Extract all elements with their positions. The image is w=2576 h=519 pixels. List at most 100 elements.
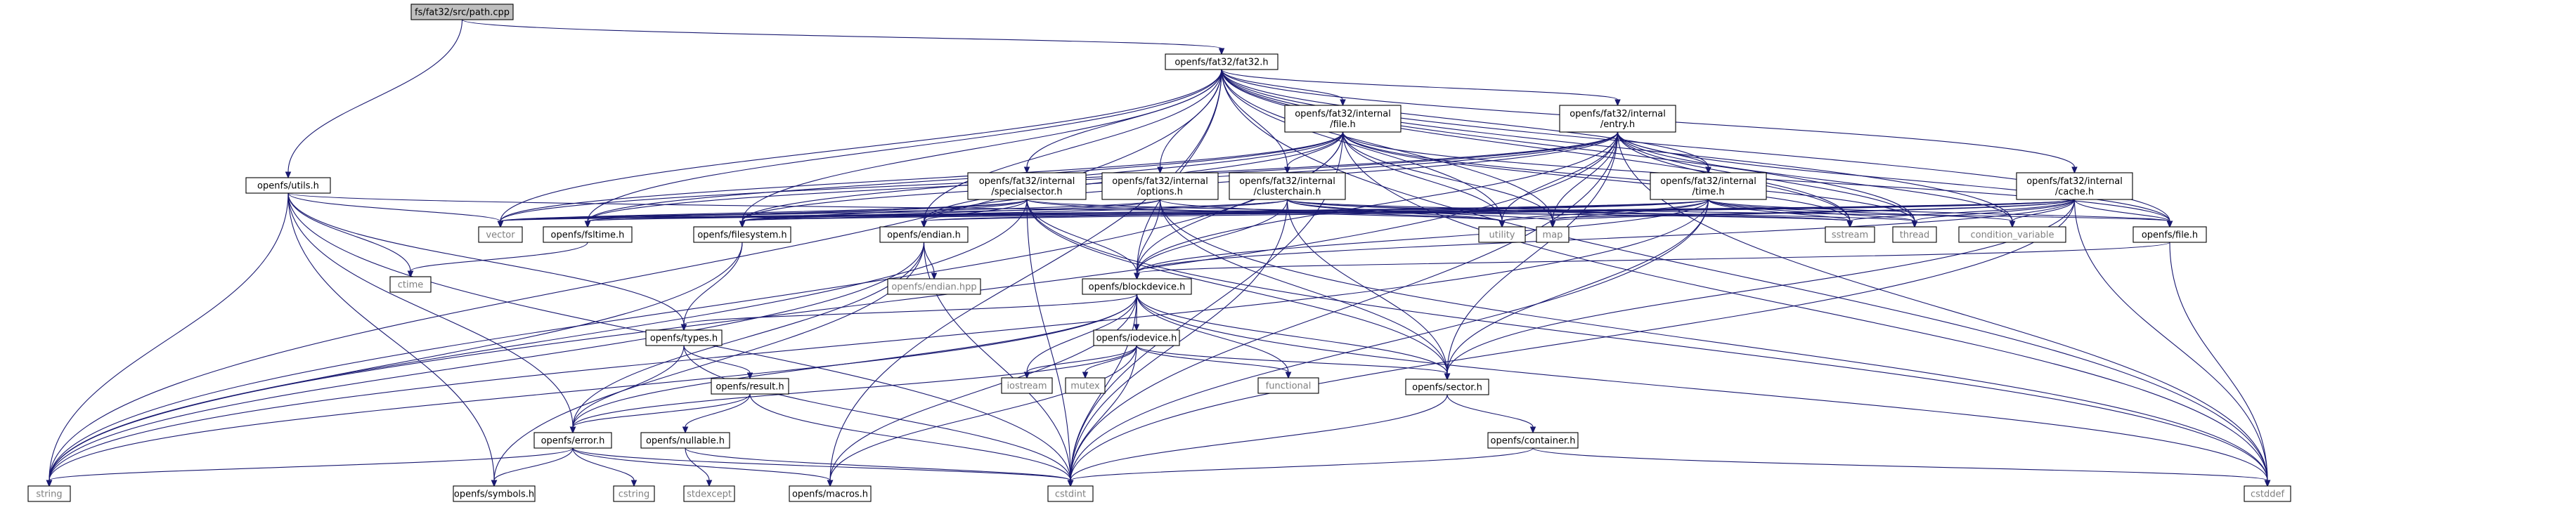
node-icluster[interactable]: openfs/fat32/internal/clusterchain.h [1229, 172, 1346, 200]
edge-ispecial-to-cstdint [1026, 199, 1071, 481]
edge-icache-to-thread [1914, 199, 2076, 222]
edge-fat32-to-blockdevice [1136, 69, 1222, 274]
node-ioptions[interactable]: openfs/fat32/internal/options.h [1101, 172, 1219, 200]
edge-icache-to-cstdint [1070, 199, 2076, 481]
edge-utils-to-ctime [287, 192, 411, 272]
node-box-container [1487, 432, 1579, 449]
edge-root-to-fat32 [461, 19, 1222, 49]
node-utility: utility [1478, 226, 1526, 243]
node-ientry[interactable]: openfs/fat32/internal/entry.h [1559, 105, 1676, 133]
edge-fat32-to-macros [829, 69, 1222, 481]
node-fat32[interactable]: openfs/fat32/fat32.h [1165, 53, 1279, 70]
node-label-thread: thread [1900, 230, 1930, 241]
edge-iodevice-to-iostream [1026, 345, 1137, 373]
node-container[interactable]: openfs/container.h [1487, 432, 1579, 449]
node-box-ctime [389, 276, 432, 293]
edge-utils-to-string [48, 192, 289, 481]
node-error[interactable]: openfs/error.h [533, 432, 612, 449]
edge-itime-to-utility [1501, 199, 1709, 222]
node-label-macros: openfs/macros.h [792, 490, 868, 500]
edge-ioptions-to-sector [1159, 199, 1448, 374]
node-label-ctime: ctime [398, 280, 424, 291]
node-label-ispecial: /specialsector.h [991, 187, 1062, 197]
node-box-cstddef [2244, 485, 2291, 502]
node-endian[interactable]: openfs/endian.h [879, 226, 969, 243]
node-blockdevice[interactable]: openfs/blockdevice.h [1082, 278, 1192, 295]
node-mutex: mutex [1065, 377, 1106, 394]
edge-fat32-to-utility [1221, 69, 1503, 222]
node-itime[interactable]: openfs/fat32/internal/time.h [1650, 172, 1767, 200]
node-ifile[interactable]: openfs/fat32/internal/file.h [1284, 105, 1402, 133]
node-types[interactable]: openfs/types.h [645, 329, 723, 346]
edge-arrowhead-icache-to-thread [1911, 221, 1918, 228]
node-label-iostream: iostream [1007, 381, 1047, 392]
edge-blockdevice-to-string [48, 294, 1138, 481]
edge-utils-to-symbols [287, 192, 495, 481]
node-box-sector [1405, 379, 1489, 395]
node-iodevice[interactable]: openfs/iodevice.h [1093, 329, 1180, 346]
node-box-ispecial [967, 172, 1087, 200]
node-label-ientry: openfs/fat32/internal [1569, 109, 1666, 119]
node-symbols[interactable]: openfs/symbols.h [453, 485, 536, 502]
node-ispecial[interactable]: openfs/fat32/internal/specialsector.h [967, 172, 1087, 200]
edge-itime-to-fsltime [587, 199, 1709, 222]
edge-filesystem-to-types [683, 242, 743, 325]
node-box-icluster [1229, 172, 1346, 200]
node-box-cstdint [1047, 485, 1094, 502]
node-label-map: map [1543, 230, 1563, 241]
edge-arrowhead-icache-to-condvar [2009, 221, 2016, 228]
edge-sector-to-container [1446, 394, 1534, 428]
edge-arrowhead-icache-to-vector [497, 221, 504, 228]
edge-arrowhead-error-to-macros [827, 480, 834, 487]
node-box-icache [2016, 172, 2133, 200]
edge-icluster-to-vector [500, 199, 1288, 222]
node-label-sstream: sstream [1832, 230, 1868, 241]
edge-arrowhead-icache-to-file [2166, 221, 2173, 228]
node-label-icache: openfs/fat32/internal [2026, 176, 2123, 187]
edge-fat32-to-cstddef [1221, 69, 2268, 481]
edge-ientry-to-blockdevice [1136, 131, 1619, 274]
edge-itime-to-map [1552, 199, 1709, 222]
edge-itime-to-file [1707, 199, 2170, 222]
edge-fat32-to-filesystem [742, 69, 1222, 222]
node-sector[interactable]: openfs/sector.h [1405, 379, 1489, 395]
node-box-utils [245, 177, 331, 194]
node-root[interactable]: fs/fat32/src/path.cpp [410, 4, 514, 20]
node-label-ispecial: openfs/fat32/internal [979, 176, 1075, 187]
edge-iodevice-to-macros [829, 345, 1137, 481]
node-box-file [2132, 226, 2207, 243]
edge-fat32-to-string [48, 69, 1222, 481]
node-nullable[interactable]: openfs/nullable.h [640, 432, 730, 449]
edge-arrowhead-fsltime-to-ctime [407, 270, 414, 278]
node-filesystem[interactable]: openfs/filesystem.h [693, 226, 791, 243]
edge-arrowhead-result-to-error [569, 426, 576, 434]
node-endianhpp: openfs/endian.hpp [887, 278, 981, 295]
node-label-cstring: cstring [619, 490, 649, 500]
edge-itime-to-condvar [1707, 199, 2013, 222]
edge-icache-to-blockdevice [1136, 199, 2076, 274]
edge-fat32-to-ientry [1221, 69, 1619, 100]
edge-icluster-to-file [1286, 199, 2170, 222]
edge-arrowhead-iodevice-to-mutex [1082, 372, 1089, 379]
node-utils[interactable]: openfs/utils.h [245, 177, 331, 194]
node-iostream: iostream [1001, 377, 1053, 394]
edge-arrowhead-endian-to-endianhpp [931, 272, 938, 280]
edge-arrowhead-error-to-cstring [630, 480, 637, 487]
edge-ifile-to-vector [500, 131, 1344, 222]
edge-arrowhead-icache-to-map [1549, 221, 1556, 228]
edge-error-to-macros [572, 447, 831, 481]
node-label-ioptions: /options.h [1137, 187, 1183, 197]
edge-arrowhead-fat32-to-icache [2071, 166, 2078, 174]
node-icache[interactable]: openfs/fat32/internal/cache.h [2016, 172, 2133, 200]
node-box-filesystem [693, 226, 791, 243]
edge-arrowhead-blockdevice-to-types [680, 324, 687, 331]
node-result[interactable]: openfs/result.h [711, 378, 789, 395]
node-fsltime[interactable]: openfs/fsltime.h [543, 226, 633, 243]
edge-iodevice-to-mutex [1085, 345, 1137, 373]
node-macros[interactable]: openfs/macros.h [789, 485, 872, 502]
node-box-types [645, 329, 723, 346]
node-label-result: openfs/result.h [716, 382, 784, 393]
node-file[interactable]: openfs/file.h [2132, 226, 2207, 243]
node-box-endianhpp [887, 278, 981, 295]
edge-container-to-cstdint [1070, 447, 1534, 481]
